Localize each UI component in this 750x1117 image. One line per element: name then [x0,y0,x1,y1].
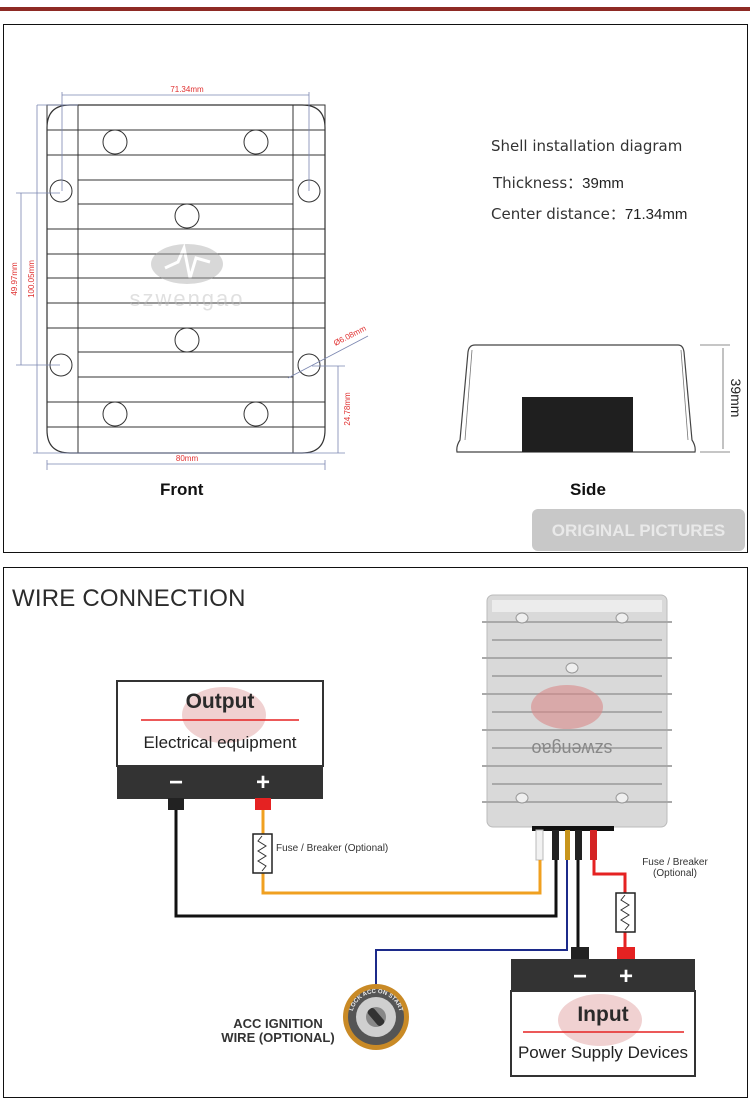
front-label: Front [160,480,204,499]
wire-connection-title: WIRE CONNECTION [12,585,246,612]
fin-lines [47,129,325,428]
spec-title: Shell installation diagram [491,137,683,155]
wire-stub-black-1 [552,830,559,860]
wire-stub-black-2 [575,830,582,860]
converter-module: szwengao [482,594,672,831]
output-fuse-icon [252,833,273,874]
input-subtitle: Power Supply Devices [517,1043,689,1062]
header-accent-bar [0,7,750,11]
acc-label-line2: WIRE (OPTIONAL) [221,1030,335,1045]
svg-text:szwengao: szwengao [531,739,612,759]
output-box [116,680,324,810]
dim-hole-height: 49.97mm [10,262,19,296]
spec-thickness-label: Thickness： [493,174,583,192]
input-fuse-icon [615,892,636,933]
output-subtitle: Electrical equipment [143,733,297,752]
dim-width-bottom: 80mm [176,454,199,463]
dim-width-top: 71.34mm [170,85,204,94]
acc-label-line1: ACC IGNITION [233,1016,323,1031]
wire-stub-yellow [565,830,570,860]
svg-text:szwengao: szwengao [129,286,244,311]
side-connector-block [522,397,633,452]
ignition-switch-icon: LOCK ACC ON START [343,984,409,1050]
spec-center-distance-label: Center distance： [491,205,625,223]
dim-outer-height: 100.05mm [27,260,36,298]
output-title: Output [185,690,255,713]
input-plus-icon: + [619,963,633,990]
output-minus-icon: − [169,769,183,796]
input-fuse-label-line2: (Optional) [653,868,697,879]
wire-stub-red [590,830,597,860]
wire-stub-white [535,829,544,861]
front-outline [46,104,326,454]
spec-center-distance-value: 71.34mm [624,206,688,223]
watermark-logo: szwengao [129,242,244,311]
mounting-holes [49,129,321,427]
acc-wire [375,860,568,990]
output-fuse-label: Fuse / Breaker (Optional) [276,843,389,854]
side-height-dim: 39mm [728,379,744,418]
input-fuse-label: Fuse / Breaker (Optional) [637,857,713,879]
input-minus-icon: − [573,963,587,990]
dimension-lines [16,92,369,470]
input-box [510,947,696,1077]
acc-ignition-label: ACC IGNITION WIRE (OPTIONAL) [212,1017,344,1045]
spec-thickness: Thickness：39mm [493,172,624,193]
dim-hole-offset: 24.78mm [343,392,352,426]
output-negative-wire [174,810,558,918]
side-view-drawing: 39mm [456,344,744,453]
spec-thickness-value: 39mm [582,175,624,192]
side-label: Side [570,480,606,499]
input-title: Input [577,1003,629,1026]
spec-center-distance: Center distance：71.34mm [491,203,687,224]
output-plus-icon: + [256,769,270,796]
original-pictures-badge: ORIGINAL PICTURES [532,509,745,551]
input-fuse-label-line1: Fuse / Breaker [642,857,708,868]
